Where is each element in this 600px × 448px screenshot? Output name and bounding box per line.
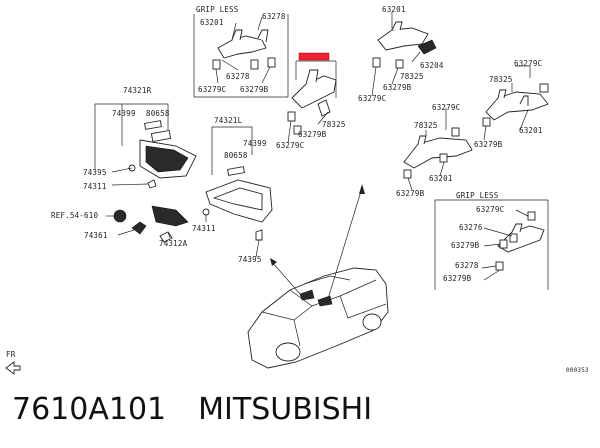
callout-63276: 63276 xyxy=(459,223,483,232)
callout-63279c: 63279C xyxy=(358,94,386,103)
figure-caption: 7610A101 MITSUBISHI xyxy=(12,392,404,432)
grip-less-label-right: GRIP LESS xyxy=(456,191,499,200)
grip-less-box-right: GRIP LESS xyxy=(434,191,549,290)
assist-grip-right-2-group xyxy=(403,108,473,191)
callout-63204: 63204 xyxy=(420,61,444,70)
callout-78325: 78325 xyxy=(489,75,513,84)
grip-less-label-top: GRIP LESS xyxy=(196,5,239,14)
assist-grip-center-group xyxy=(287,52,337,144)
callout-80658: 80658 xyxy=(146,109,170,118)
callout-74321l: 74321L xyxy=(214,116,243,125)
figure-id: 000353 xyxy=(566,367,589,374)
brand-name: MITSUBISHI xyxy=(198,392,373,427)
callout-63201: 63201 xyxy=(200,18,224,27)
part-code: 7610A101 xyxy=(12,392,167,427)
callout-74311: 74311 xyxy=(192,224,216,233)
callout-63279b: 63279B xyxy=(474,140,503,149)
callout-74361: 74361 xyxy=(84,231,108,240)
callout-63279b: 63279B xyxy=(396,189,425,198)
callout-63279c: 63279C xyxy=(432,103,460,112)
callout-74311: 74311 xyxy=(83,182,107,191)
callout-74312a: 74312A xyxy=(159,239,188,248)
rear-view-mirror-group xyxy=(106,205,189,243)
callout-63279b: 63279B xyxy=(298,130,327,139)
leader-arrows xyxy=(270,184,365,303)
sun-visor-right-group xyxy=(94,103,197,189)
ref-label: REF.54-610 xyxy=(51,211,98,220)
callout-80658: 80658 xyxy=(224,151,248,160)
front-direction-arrow-icon: FR xyxy=(5,350,21,375)
callout-63279c: 63279C xyxy=(514,59,542,68)
callout-63279c: 63279C xyxy=(198,85,226,94)
callout-63279c: 63279C xyxy=(276,141,304,150)
callout-78325: 78325 xyxy=(322,120,346,129)
callout-74399: 74399 xyxy=(243,139,267,148)
callout-74321r: 74321R xyxy=(123,86,152,95)
callout-74399: 74399 xyxy=(112,109,136,118)
callout-63278: 63278 xyxy=(226,72,250,81)
callout-63201: 63201 xyxy=(519,126,543,135)
callout-63201: 63201 xyxy=(382,5,406,14)
callout-78325: 78325 xyxy=(400,72,424,81)
assist-grip-top-right-group xyxy=(371,12,437,97)
callout-63279b: 63279B xyxy=(451,241,480,250)
callout-74395: 74395 xyxy=(83,168,107,177)
callout-63279b: 63279B xyxy=(383,83,412,92)
callout-63279b: 63279B xyxy=(443,274,472,283)
callout-63278: 63278 xyxy=(262,12,286,21)
callout-63278: 63278 xyxy=(455,261,479,270)
fr-label: FR xyxy=(6,350,16,359)
assist-grip-right-1-group xyxy=(482,65,549,141)
callout-78325: 78325 xyxy=(414,121,438,130)
callout-63279b: 63279B xyxy=(240,85,269,94)
vehicle-outline xyxy=(247,267,389,369)
callout-63279c: 63279C xyxy=(476,205,504,214)
sun-visor-left-group xyxy=(202,126,273,258)
callout-74395: 74395 xyxy=(238,255,262,264)
callout-63201: 63201 xyxy=(429,174,453,183)
grip-less-box-top: GRIP LESS xyxy=(193,5,289,98)
